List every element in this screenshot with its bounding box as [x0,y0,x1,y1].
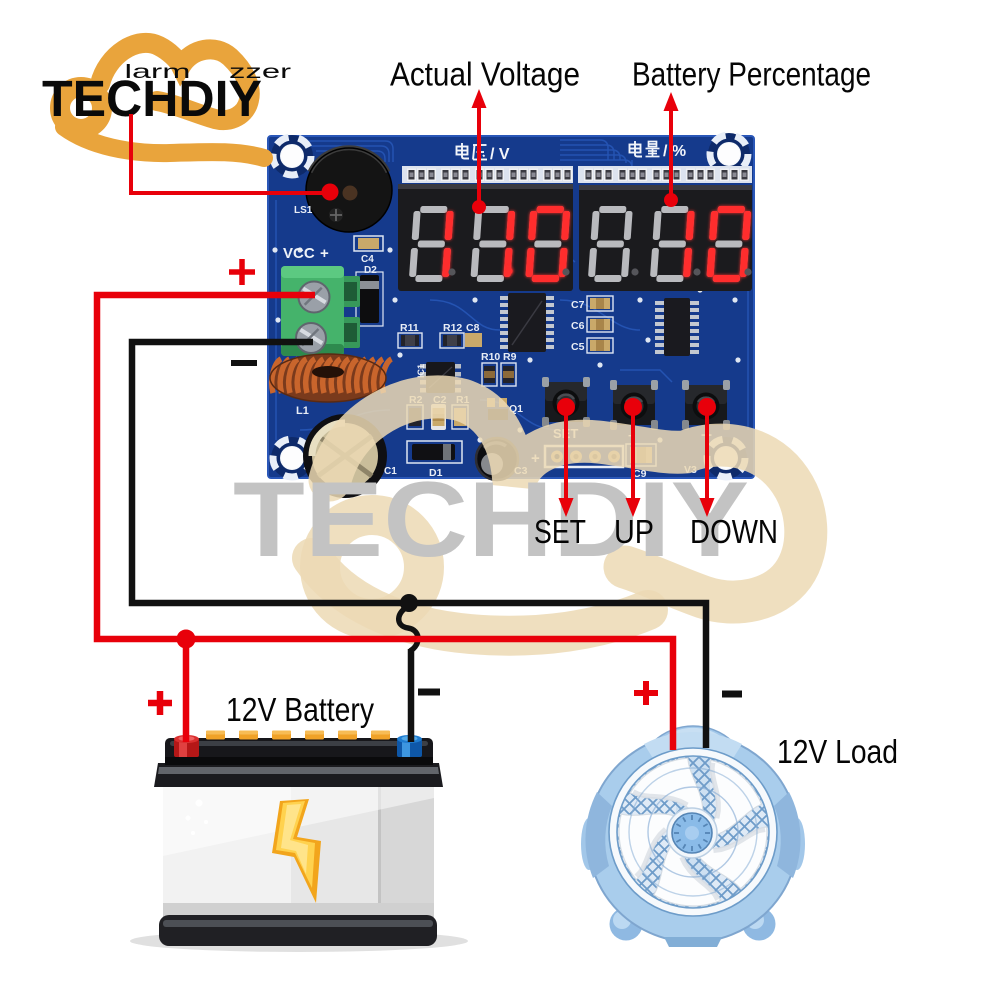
svg-text:C9: C9 [633,468,647,480]
svg-text:12V Battery: 12V Battery [226,691,374,728]
svg-text:12V Load: 12V Load [777,733,898,770]
svg-text:zzer: zzer [229,61,292,83]
svg-text:R12: R12 [443,322,462,334]
svg-text:Battery Percentage: Battery Percentage [632,56,871,93]
svg-text:LS1: LS1 [294,205,313,216]
svg-text:VCC: VCC [283,245,315,262]
svg-text:C1: C1 [384,466,397,477]
svg-text:C7: C7 [571,299,585,311]
svg-text:/ V: / V [490,146,510,163]
svg-text:R11: R11 [400,322,419,334]
svg-text:+: + [320,245,329,262]
svg-text:R9: R9 [503,351,517,363]
svg-text:D2: D2 [364,265,377,276]
svg-text:Actual Voltage: Actual Voltage [390,56,580,93]
svg-text:DOWN: DOWN [690,513,778,550]
svg-text:R10: R10 [481,351,500,363]
svg-text:SET: SET [534,513,586,550]
svg-text:larm: larm [125,61,191,83]
svg-text:C5: C5 [571,341,585,353]
svg-text:TECHDIY: TECHDIY [233,459,749,579]
svg-text:UP: UP [614,513,654,550]
svg-text:L1: L1 [296,405,309,417]
svg-text:C6: C6 [571,320,585,332]
svg-text:C4: C4 [361,254,374,265]
svg-text:IC1: IC1 [416,364,426,378]
svg-text:C8: C8 [466,322,480,334]
svg-text:TECHDIY: TECHDIY [42,70,262,127]
svg-text:D1: D1 [429,467,443,479]
svg-text:/ %: / % [663,143,686,160]
